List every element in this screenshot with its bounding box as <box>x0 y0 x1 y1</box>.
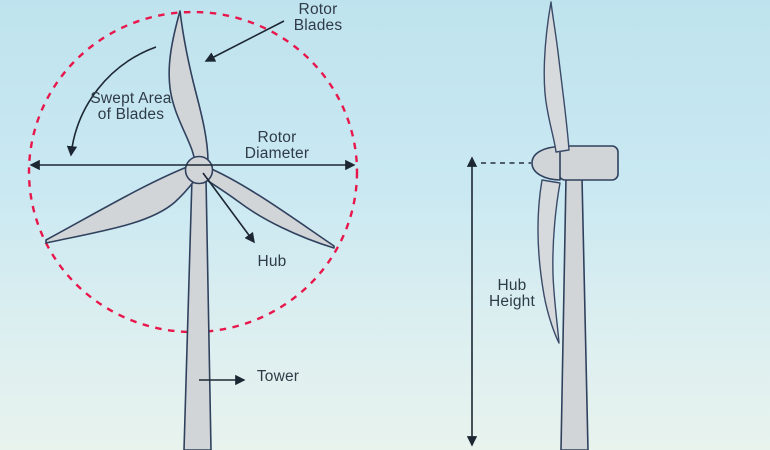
rotor-blades-pointer-arrow <box>204 20 285 62</box>
front-tower <box>183 177 212 450</box>
side-view-turbine <box>531 1 619 450</box>
swept-area-label: Swept Area of Blades <box>90 90 172 124</box>
side-nacelle <box>558 145 619 181</box>
side-tower <box>560 177 589 450</box>
front-blade-top <box>168 10 209 165</box>
swept-area-circle <box>27 10 359 334</box>
front-view-turbine <box>45 10 335 450</box>
rotor-blades-label: Rotor Blades <box>293 1 343 35</box>
hub-pointer-arrow <box>202 172 255 244</box>
hub-label: Hub <box>257 253 287 270</box>
side-blade-down <box>537 179 561 344</box>
hub-height-label: Hub Height <box>488 277 535 311</box>
side-blade-up <box>543 1 570 153</box>
annotation-arrows <box>29 20 531 447</box>
front-blade-left <box>45 164 196 244</box>
tower-label: Tower <box>256 368 300 385</box>
rotor-diameter-label: Rotor Diameter <box>244 129 310 163</box>
front-blade-right <box>204 166 335 249</box>
side-nose-cone <box>531 145 561 181</box>
swept-area-arc-arrow <box>66 46 157 157</box>
